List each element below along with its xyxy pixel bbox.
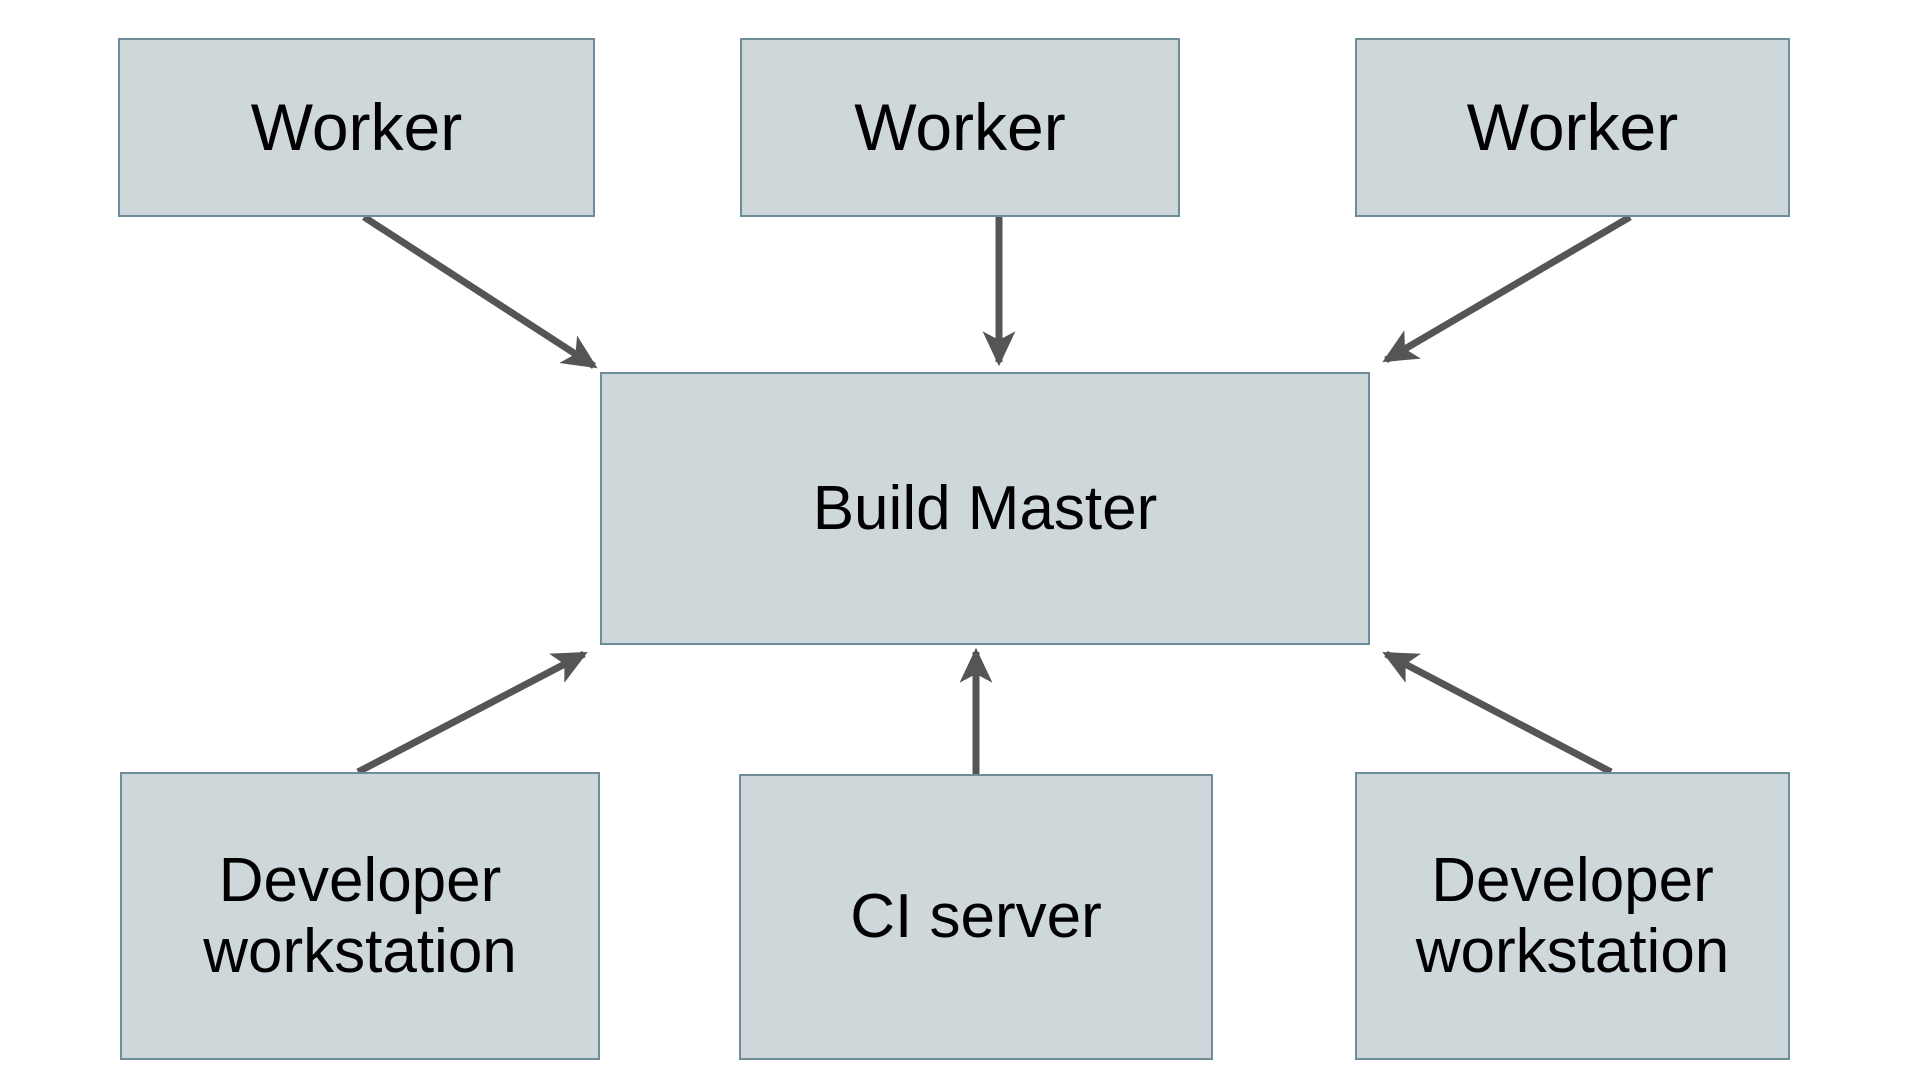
- node-worker-left-label: Worker: [250, 89, 463, 164]
- node-developer-workstation-right[interactable]: Developer workstation: [1355, 772, 1790, 1060]
- node-build-master-label: Build Master: [812, 473, 1158, 543]
- node-developer-workstation-left-label: Developer workstation: [203, 845, 517, 986]
- node-developer-workstation-left[interactable]: Developer workstation: [120, 772, 600, 1060]
- node-ci-server-label: CI server: [850, 882, 1102, 952]
- edge-worker-left-to-master: [362, 214, 598, 369]
- node-worker-middle[interactable]: Worker: [740, 38, 1180, 217]
- node-build-master[interactable]: Build Master: [600, 372, 1370, 645]
- edge-worker-right-to-master: [1382, 213, 1632, 364]
- node-developer-workstation-right-label: Developer workstation: [1415, 845, 1730, 986]
- edge-dev-left-to-master: [356, 650, 588, 776]
- node-ci-server[interactable]: CI server: [739, 774, 1213, 1060]
- edge-dev-right-to-master: [1382, 650, 1613, 776]
- node-worker-right[interactable]: Worker: [1355, 38, 1790, 217]
- node-worker-right-label: Worker: [1466, 89, 1679, 164]
- node-worker-left[interactable]: Worker: [118, 38, 595, 217]
- node-worker-middle-label: Worker: [854, 89, 1066, 164]
